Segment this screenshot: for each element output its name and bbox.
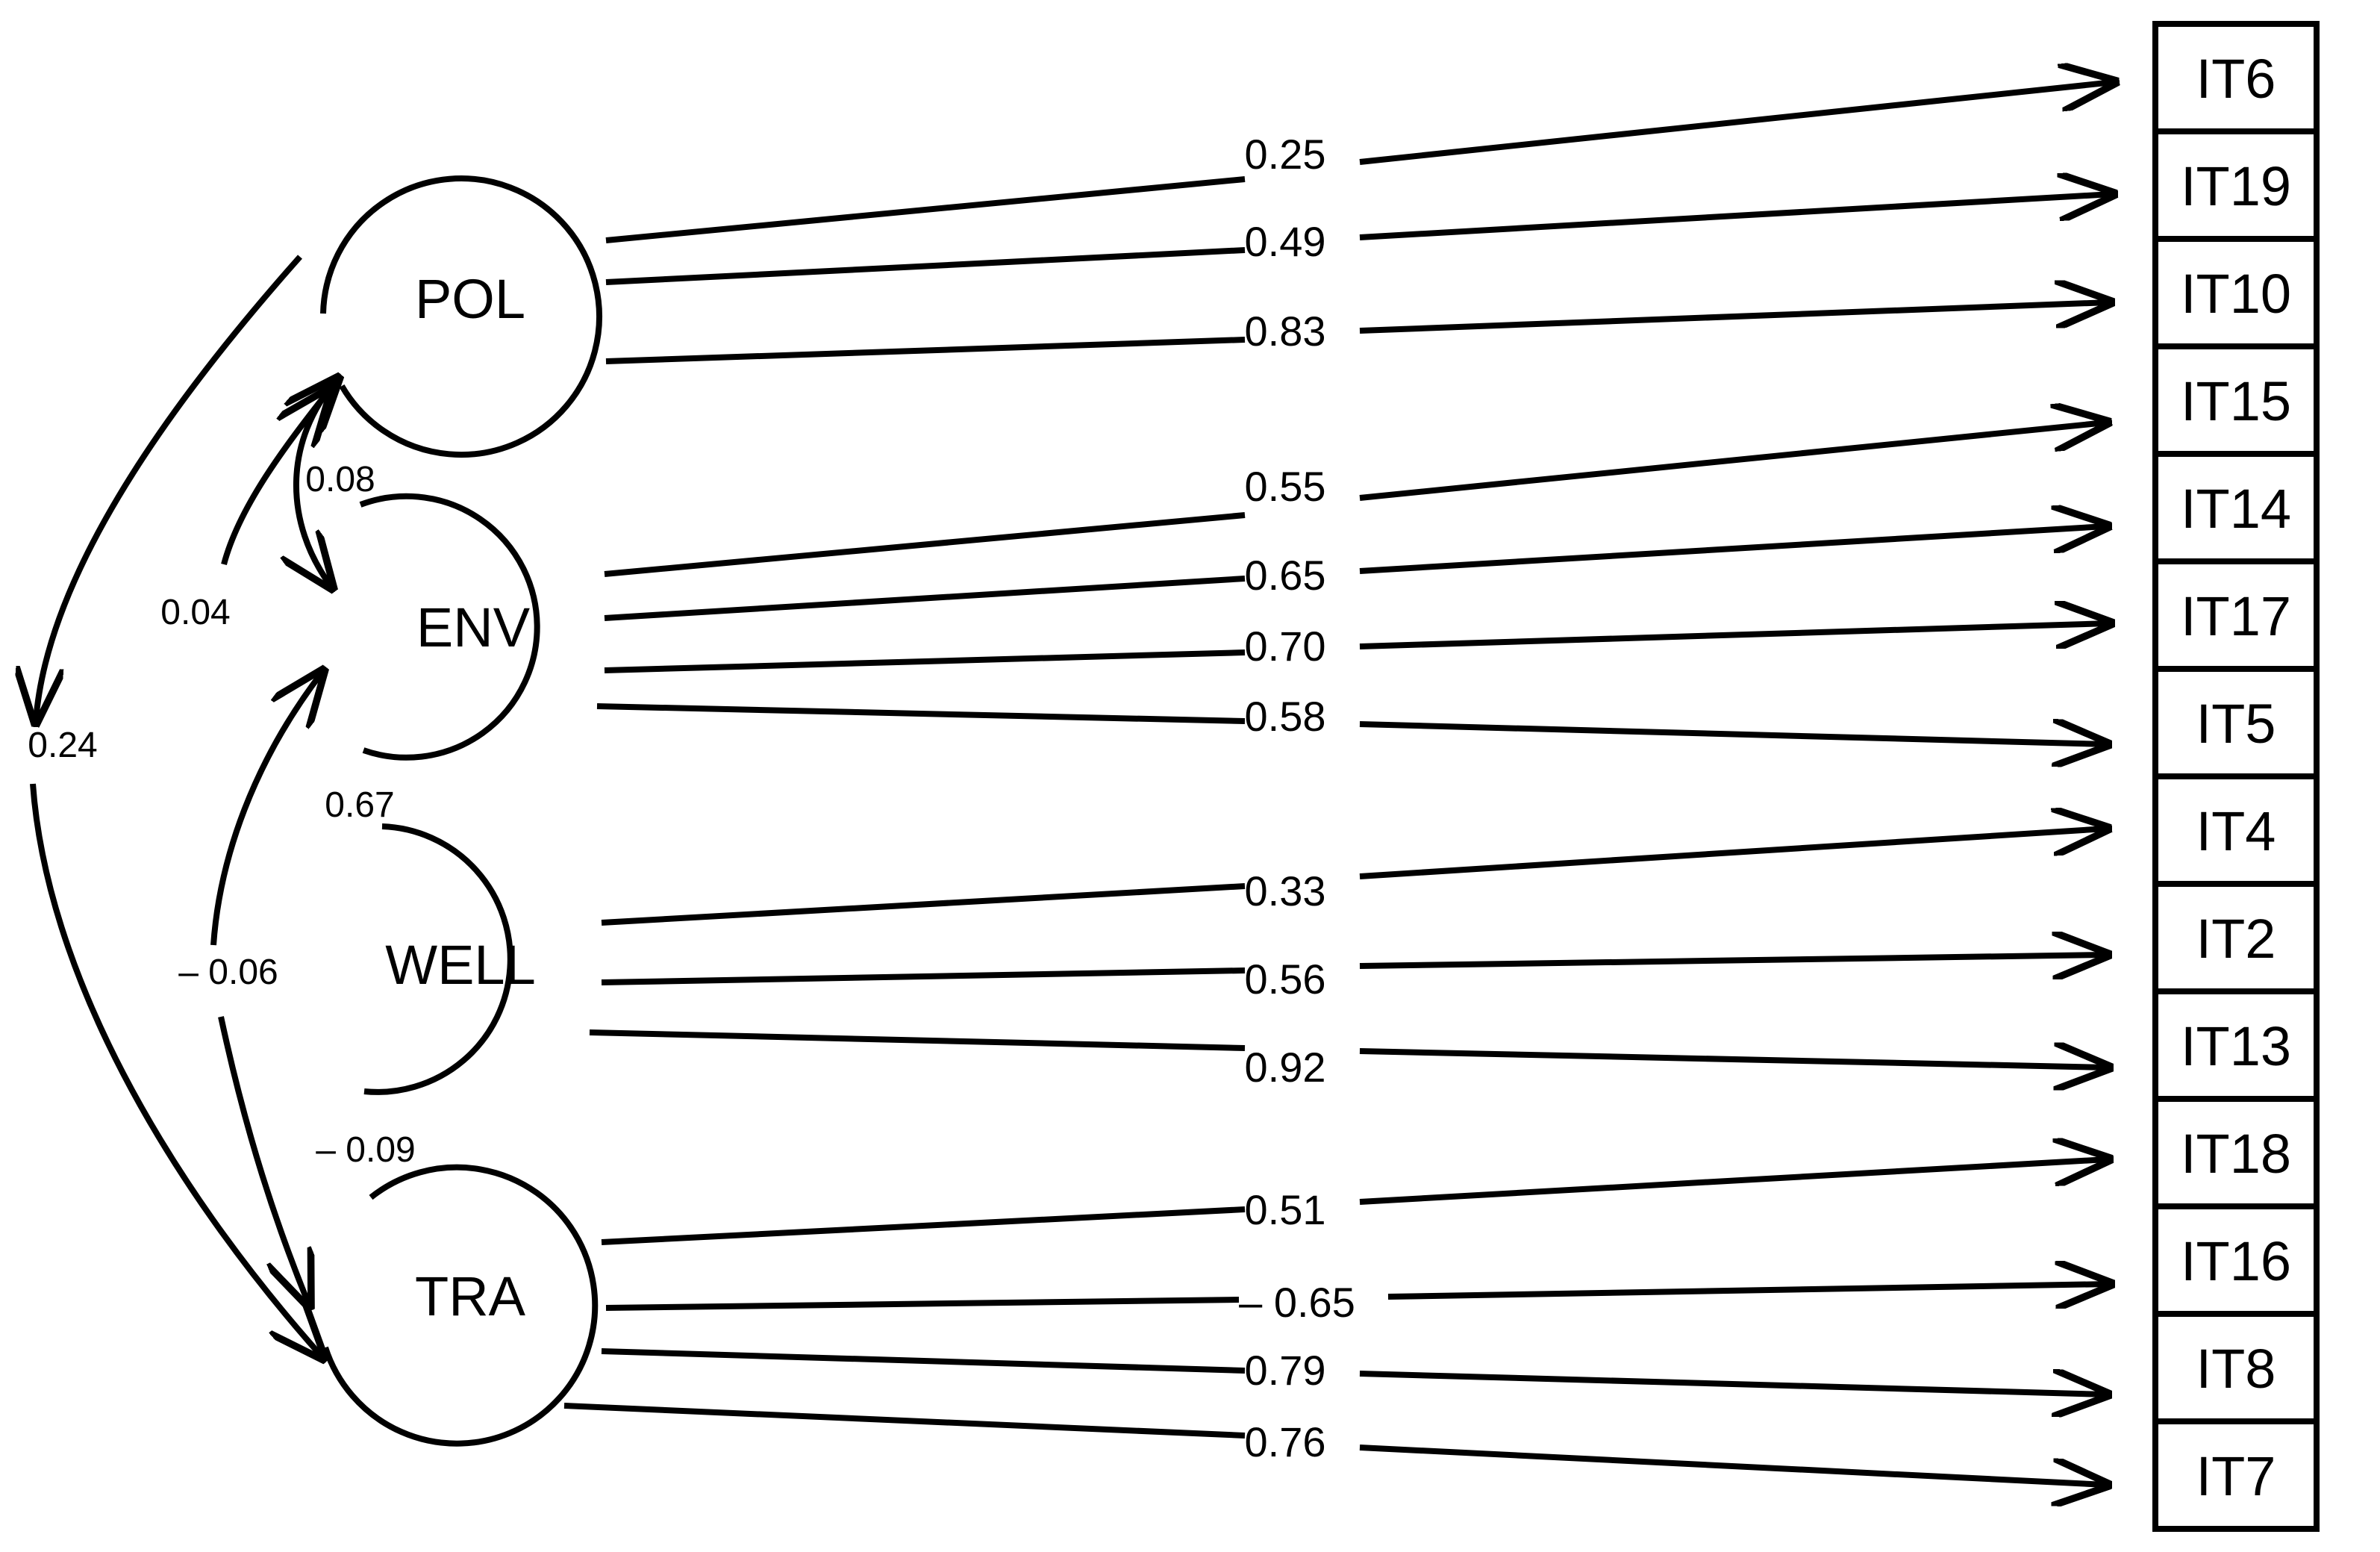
loading-arrow-env-it14-start <box>604 576 1246 621</box>
loading-arrow-well-it13-start <box>589 1029 1246 1051</box>
item-box-it7 <box>2152 1418 2320 1532</box>
loading-arrow-pol-it10-end <box>1359 302 2109 334</box>
loading-value-pol-it19: 0.49 <box>1245 218 1326 265</box>
loading-value-env-it17: 0.70 <box>1245 623 1326 670</box>
loading-value-pol-it10: 0.83 <box>1245 308 1326 355</box>
loading-value-env-it15: 0.55 <box>1245 463 1326 510</box>
item-label-it13: IT13 <box>2181 1015 2291 1077</box>
correlation-arc-env-tra-top <box>210 672 322 946</box>
correlation-value-pol-well: 0.04 <box>160 593 230 632</box>
loading-value-env-it14: 0.65 <box>1245 552 1326 599</box>
item-label-it6: IT6 <box>2196 48 2276 110</box>
factor-label-env: ENV <box>416 596 531 658</box>
factor-label-tra: TRA <box>415 1265 526 1327</box>
correlation-arc-pol-well <box>221 391 328 566</box>
factor-circle-pol <box>320 175 602 458</box>
loading-arrow-env-it15-start <box>604 512 1246 577</box>
correlation-arc-pol-tra-bottom <box>30 783 322 1357</box>
correlation-value-well-tra: – 0.09 <box>316 1130 415 1170</box>
loading-arrow-env-it14-end <box>1359 526 2106 574</box>
item-label-it15: IT15 <box>2181 370 2291 432</box>
loading-arrow-tra-it8-start <box>601 1348 1246 1374</box>
loading-arrow-tra-it7-end <box>1359 1445 2106 1485</box>
factor-label-well: WELL <box>385 934 536 996</box>
loading-value-tra-it8: 0.79 <box>1245 1347 1326 1394</box>
item-label-it8: IT8 <box>2196 1338 2276 1400</box>
correlation-arcs: 0.24 0.08 0.04 0.67 – 0.06 – 0.09 <box>28 255 416 1357</box>
item-label-it17: IT17 <box>2181 585 2291 647</box>
correlation-arc-pol-tra-top <box>36 255 302 721</box>
loading-arrow-pol-it6-end <box>1359 82 2114 165</box>
correlation-value-pol-env: 0.08 <box>305 460 375 499</box>
item-label-it14: IT14 <box>2181 478 2291 540</box>
loading-arrow-pol-it19-start <box>605 247 1246 285</box>
factor-circle-env <box>359 493 540 761</box>
loading-arrow-env-it17-start <box>604 649 1246 673</box>
loading-arrow-pol-it10-start <box>605 337 1246 364</box>
loading-value-tra-it16: – 0.65 <box>1239 1279 1355 1326</box>
loading-arrow-pol-it19-end <box>1359 194 2112 240</box>
factor-circle-well <box>363 823 513 1095</box>
loading-value-env-it5: 0.58 <box>1245 693 1326 740</box>
loading-value-well-it13: 0.92 <box>1245 1044 1326 1091</box>
factor-label-pol: POL <box>415 268 525 330</box>
loading-arrow-env-it17-end <box>1359 623 2109 649</box>
loading-arrow-well-it2-end <box>1359 955 2106 966</box>
correlation-value-env-well: 0.67 <box>325 785 394 825</box>
loading-arrow-tra-it8-end <box>1359 1374 2106 1394</box>
loading-arrow-env-it15-end <box>1359 423 2106 501</box>
item-label-it4: IT4 <box>2196 800 2276 862</box>
item-label-it10: IT10 <box>2181 263 2291 325</box>
item-label-it5: IT5 <box>2196 693 2276 755</box>
loading-arrow-tra-it7-start <box>563 1403 1246 1439</box>
loading-value-tra-it18: 0.51 <box>1245 1186 1326 1233</box>
loading-arrow-well-it4-start <box>601 883 1246 926</box>
loading-value-pol-it6: 0.25 <box>1245 131 1326 178</box>
loading-arrow-tra-it16-start <box>605 1297 1240 1311</box>
factor-circle-tra <box>322 1164 599 1447</box>
loading-arrow-tra-it18-end <box>1359 1159 2108 1205</box>
loading-value-tra-it7: 0.76 <box>1245 1418 1326 1465</box>
loading-arrow-env-it5-start <box>596 703 1246 724</box>
loading-value-well-it4: 0.33 <box>1245 867 1326 914</box>
loading-arrow-well-it4-end <box>1359 829 2106 879</box>
item-label-it18: IT18 <box>2181 1123 2291 1185</box>
loading-arrow-pol-it6-start <box>605 176 1246 243</box>
item-label-it7: IT7 <box>2196 1445 2276 1507</box>
loading-value-well-it2: 0.56 <box>1245 956 1326 1003</box>
correlation-arc-env-tra-bottom <box>218 1016 309 1305</box>
correlation-value-env-tra: – 0.06 <box>178 953 278 992</box>
loading-arrow-tra-it18-start <box>601 1206 1246 1245</box>
loading-arrow-well-it2-start <box>601 967 1246 985</box>
loading-arrows: 0.25 0.49 0.83 0.55 0.65 0.70 0.58 0.33 … <box>563 82 2114 1485</box>
item-label-it19: IT19 <box>2181 155 2291 217</box>
loading-arrow-env-it5-end <box>1359 724 2106 744</box>
item-column: IT6 IT19 IT10 IT15 IT14 IT17 IT5 IT4 IT2… <box>2152 21 2320 1532</box>
item-label-it2: IT2 <box>2196 908 2276 970</box>
factor-nodes: POL ENV WELL TRA <box>320 175 602 1447</box>
correlation-value-pol-tra: 0.24 <box>28 726 97 765</box>
item-label-it16: IT16 <box>2181 1230 2291 1292</box>
loading-arrow-tra-it16-end <box>1387 1284 2109 1297</box>
loading-arrow-well-it13-end <box>1359 1051 2108 1068</box>
